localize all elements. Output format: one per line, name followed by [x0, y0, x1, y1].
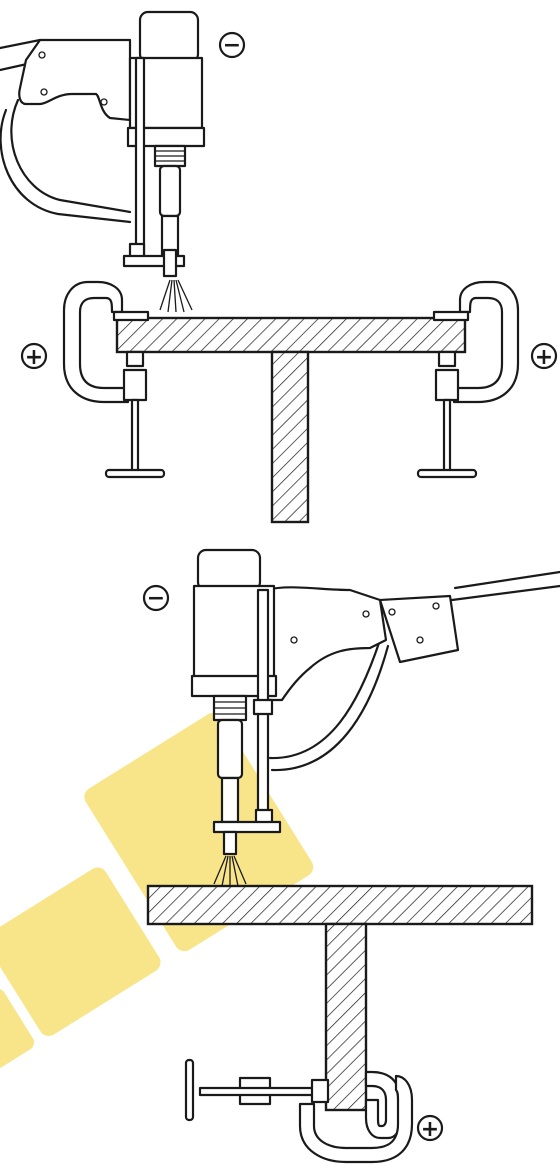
- bottom-gun-rod-guide: [252, 698, 274, 716]
- top-gun-cable-loop: [0, 98, 132, 224]
- top-figure: − + +: [0, 10, 558, 524]
- top-gun-polarity-symbol: −: [218, 31, 246, 59]
- top-right-c-clamp: [416, 280, 520, 479]
- svg-text:+: +: [421, 1117, 439, 1142]
- bottom-gun-cable-loop: [268, 638, 390, 772]
- top-t-beam-flange: [115, 316, 467, 354]
- bottom-c-clamp: [184, 1058, 414, 1164]
- bottom-clamp-polarity-symbol: +: [416, 1114, 444, 1142]
- top-left-clamp-polarity-symbol: +: [20, 342, 48, 370]
- bottom-gun-tip: [222, 830, 238, 856]
- top-gun-motor-cap: [138, 10, 200, 64]
- bottom-gun-cable-top: [450, 570, 560, 602]
- top-right-clamp-polarity-symbol: +: [530, 342, 558, 370]
- top-t-beam-web: [270, 350, 310, 524]
- bottom-gun-connector: [378, 594, 460, 664]
- svg-text:−: −: [223, 33, 241, 58]
- top-gun-side-rod: [134, 56, 146, 260]
- bottom-gun-motor-cap: [196, 548, 262, 592]
- svg-text:+: +: [535, 345, 553, 370]
- top-gun-foot: [122, 254, 186, 268]
- bottom-gun-foot: [212, 820, 282, 834]
- top-gun-spindle-lower: [158, 164, 182, 218]
- top-gun-tip: [162, 248, 178, 278]
- svg-text:−: −: [147, 586, 165, 611]
- bottom-gun-spindle-lower: [216, 718, 244, 780]
- svg-text:+: +: [25, 345, 43, 370]
- bottom-gun-polarity-symbol: −: [142, 584, 170, 612]
- bottom-t-beam-flange: [146, 884, 534, 926]
- bottom-t-beam-web: [324, 922, 368, 1112]
- bottom-arc-spark: [213, 855, 247, 887]
- bottom-gun-handle: [264, 586, 388, 702]
- top-left-c-clamp: [62, 280, 166, 479]
- top-arc-spark: [159, 279, 193, 313]
- bottom-gun-chuck: [220, 776, 240, 824]
- top-gun-handle: [18, 38, 132, 122]
- bottom-figure: − +: [142, 548, 560, 1164]
